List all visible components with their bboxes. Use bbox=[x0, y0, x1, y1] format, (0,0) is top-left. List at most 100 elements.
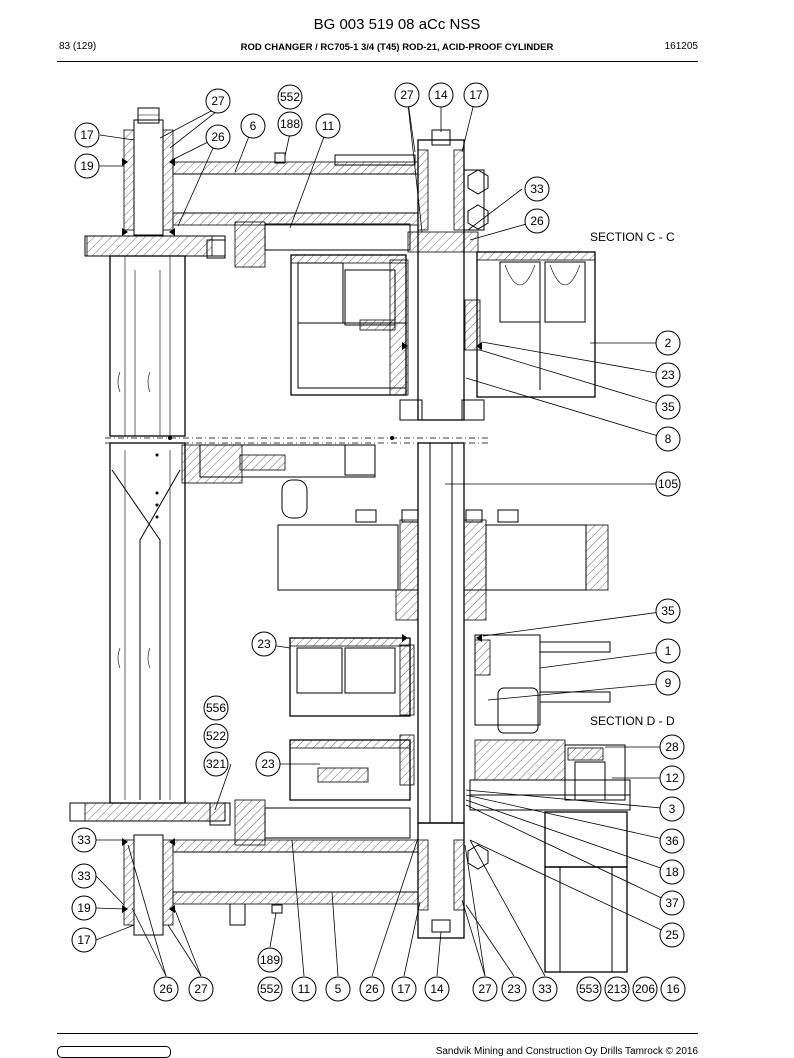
svg-text:14: 14 bbox=[434, 88, 448, 102]
page-number: 83 (129) bbox=[59, 41, 97, 52]
svg-text:26: 26 bbox=[365, 982, 379, 996]
balloon-item-19: 19 bbox=[74, 153, 100, 179]
svg-text:16: 16 bbox=[666, 982, 680, 996]
svg-text:553: 553 bbox=[579, 982, 599, 996]
svg-text:26: 26 bbox=[211, 130, 225, 144]
balloon-item-23: 23 bbox=[255, 751, 281, 777]
balloon-item-26: 26 bbox=[359, 976, 385, 1002]
balloon-item-26: 26 bbox=[205, 124, 231, 150]
section-label-lower: SECTION D - D bbox=[590, 714, 675, 728]
sandvik-logo bbox=[57, 1046, 171, 1058]
balloon-item-18: 18 bbox=[659, 859, 685, 885]
balloon-item-105: 105 bbox=[655, 471, 681, 497]
svg-text:188: 188 bbox=[280, 117, 300, 131]
balloon-item-17: 17 bbox=[391, 976, 417, 1002]
balloon-item-23: 23 bbox=[501, 976, 527, 1002]
balloon-item-556: 556 bbox=[203, 695, 229, 721]
balloon-item-321: 321 bbox=[203, 751, 229, 777]
balloon-item-35: 35 bbox=[655, 598, 681, 624]
svg-text:213: 213 bbox=[607, 982, 627, 996]
svg-text:25: 25 bbox=[665, 928, 679, 942]
balloon-item-23: 23 bbox=[251, 631, 277, 657]
balloon-item-553: 553 bbox=[576, 976, 602, 1002]
balloon-item-189: 189 bbox=[257, 947, 283, 973]
svg-text:206: 206 bbox=[635, 982, 655, 996]
svg-text:552: 552 bbox=[280, 90, 300, 104]
balloon-item-19: 19 bbox=[71, 895, 97, 921]
svg-text:33: 33 bbox=[77, 833, 91, 847]
svg-text:14: 14 bbox=[430, 982, 444, 996]
balloon-item-11: 11 bbox=[315, 113, 341, 139]
footer-copyright: Sandvik Mining and Construction Oy Drill… bbox=[435, 1046, 698, 1057]
svg-text:33: 33 bbox=[530, 182, 544, 196]
svg-text:33: 33 bbox=[77, 869, 91, 883]
date-code: 161205 bbox=[664, 41, 698, 52]
balloon-item-2: 2 bbox=[655, 330, 681, 356]
svg-text:17: 17 bbox=[77, 933, 91, 947]
svg-text:522: 522 bbox=[206, 729, 226, 743]
svg-text:23: 23 bbox=[661, 368, 675, 382]
balloon-item-25: 25 bbox=[659, 922, 685, 948]
balloon-item-17: 17 bbox=[463, 82, 489, 108]
svg-text:17: 17 bbox=[80, 128, 94, 142]
header-rule bbox=[57, 61, 698, 62]
svg-text:6: 6 bbox=[250, 119, 257, 133]
balloon-item-33: 33 bbox=[71, 863, 97, 889]
svg-text:37: 37 bbox=[665, 896, 679, 910]
svg-text:556: 556 bbox=[206, 701, 226, 715]
svg-text:552: 552 bbox=[260, 982, 280, 996]
svg-text:2: 2 bbox=[665, 336, 672, 350]
balloon-item-206: 206 bbox=[632, 976, 658, 1002]
balloon-item-16: 16 bbox=[660, 976, 686, 1002]
svg-text:26: 26 bbox=[530, 214, 544, 228]
svg-text:27: 27 bbox=[194, 982, 208, 996]
svg-text:11: 11 bbox=[298, 982, 311, 996]
document-title: BG 003 519 08 aCc NSS bbox=[313, 16, 481, 33]
balloon-item-23: 23 bbox=[655, 362, 681, 388]
svg-text:36: 36 bbox=[665, 834, 679, 848]
balloon-item-37: 37 bbox=[659, 890, 685, 916]
svg-text:1: 1 bbox=[665, 644, 672, 658]
svg-text:3: 3 bbox=[669, 802, 676, 816]
footer-rule bbox=[57, 1033, 698, 1034]
svg-text:17: 17 bbox=[397, 982, 411, 996]
balloon-item-522: 522 bbox=[203, 723, 229, 749]
balloon-item-17: 17 bbox=[71, 927, 97, 953]
svg-text:18: 18 bbox=[665, 865, 679, 879]
balloon-item-33: 33 bbox=[524, 176, 550, 202]
balloon-item-36: 36 bbox=[659, 828, 685, 854]
svg-text:11: 11 bbox=[322, 119, 335, 133]
balloon-item-552: 552 bbox=[257, 976, 283, 1002]
drawing-subtitle: ROD CHANGER / RC705-1 3/4 (T45) ROD-21, … bbox=[240, 42, 554, 53]
balloon-item-35: 35 bbox=[655, 394, 681, 420]
svg-text:33: 33 bbox=[538, 982, 552, 996]
balloon-item-33: 33 bbox=[71, 827, 97, 853]
svg-text:23: 23 bbox=[507, 982, 521, 996]
svg-text:35: 35 bbox=[661, 400, 675, 414]
balloon-item-27: 27 bbox=[394, 82, 420, 108]
svg-text:105: 105 bbox=[658, 477, 678, 491]
svg-text:17: 17 bbox=[469, 88, 483, 102]
balloon-item-1: 1 bbox=[655, 638, 681, 664]
section-label-upper: SECTION C - C bbox=[590, 230, 675, 244]
balloon-item-6: 6 bbox=[240, 113, 266, 139]
balloon-item-14: 14 bbox=[424, 976, 450, 1002]
svg-text:189: 189 bbox=[260, 953, 280, 967]
balloon-item-188: 188 bbox=[277, 111, 303, 137]
svg-text:19: 19 bbox=[80, 159, 94, 173]
balloon-item-3: 3 bbox=[659, 796, 685, 822]
balloon-item-26: 26 bbox=[524, 208, 550, 234]
svg-text:27: 27 bbox=[400, 88, 414, 102]
leader-lines bbox=[95, 94, 673, 977]
balloon-item-27: 27 bbox=[188, 976, 214, 1002]
balloon-item-213: 213 bbox=[604, 976, 630, 1002]
drawing-geometry bbox=[69, 107, 631, 973]
svg-text:28: 28 bbox=[665, 740, 679, 754]
svg-text:19: 19 bbox=[77, 901, 91, 915]
balloon-item-17: 17 bbox=[74, 122, 100, 148]
svg-text:9: 9 bbox=[665, 676, 672, 690]
svg-text:5: 5 bbox=[335, 982, 342, 996]
balloon-item-5: 5 bbox=[325, 976, 351, 1002]
balloon-item-33: 33 bbox=[532, 976, 558, 1002]
